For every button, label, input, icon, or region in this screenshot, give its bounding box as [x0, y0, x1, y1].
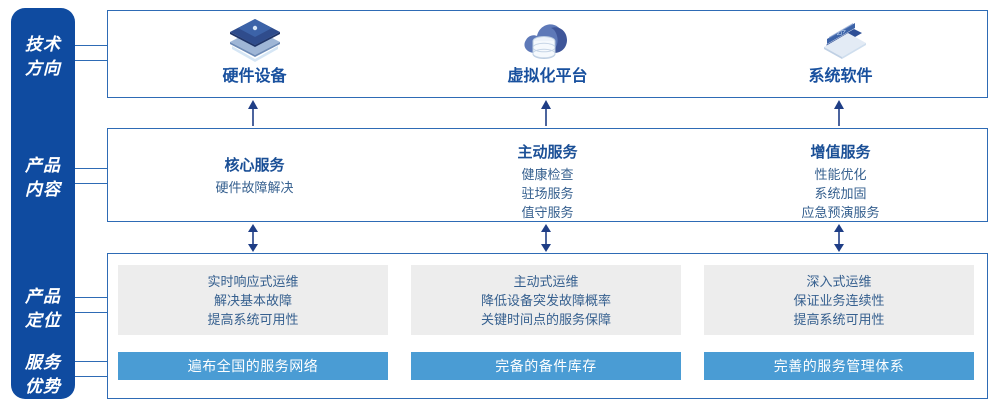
arrow-updown-value: [832, 224, 846, 257]
sidebar-item-label-line1: 服务: [25, 353, 61, 372]
sidebar-item-label-line1: 技术: [25, 35, 61, 54]
sidebar-item-product-content[interactable]: 产品 内容: [11, 154, 75, 202]
positioning-line: 深入式运维: [806, 273, 872, 289]
content-column-proactive-service[interactable]: 主动服务 健康检查 驻场服务 值守服务: [401, 129, 694, 223]
sidebar-item-label-line1: 产品: [25, 287, 61, 306]
arrow-up-virtualization: [539, 100, 553, 131]
advantage-bar-service-network[interactable]: 遍布全国的服务网络: [118, 352, 388, 380]
sidebar-item-label-line1: 产品: [25, 156, 61, 175]
content-item: 驻场服务: [521, 186, 574, 201]
tech-column-hardware[interactable]: 硬件设备: [108, 11, 401, 99]
sidebar-item-technical-direction[interactable]: 技术 方向: [11, 33, 75, 81]
tech-column-label: 虚拟化平台: [507, 68, 588, 85]
sidebar-item-label-line2: 优势: [25, 377, 61, 396]
connector-positioning-upper: [75, 297, 107, 298]
connector-technical-lower: [75, 60, 107, 61]
advantage-bar-label: 遍布全国的服务网络: [187, 358, 319, 374]
tech-column-label: 硬件设备: [222, 68, 287, 85]
technology-panel: 硬件设备 虚拟化平台: [107, 10, 988, 98]
content-column-title: 增值服务: [810, 144, 871, 161]
laptop-code-icon: </>: [694, 11, 987, 67]
content-column-value-added-service[interactable]: 增值服务 性能优化 系统加固 应急预演服务: [694, 129, 987, 223]
positioning-line: 提高系统可用性: [793, 311, 885, 327]
content-item: 系统加固: [814, 186, 867, 201]
advantage-bar-spare-parts[interactable]: 完备的备件库存: [411, 352, 681, 380]
tech-column-label: 系统软件: [808, 68, 873, 85]
sidebar-item-label-line2: 方向: [25, 59, 61, 78]
content-column-core-service[interactable]: 核心服务 硬件故障解决: [108, 129, 401, 223]
arrow-up-system: [832, 100, 846, 131]
product-content-panel: 核心服务 硬件故障解决 主动服务 健康检查 驻场服务 值守服务 增值服务 性能优…: [107, 128, 988, 222]
content-column-title: 主动服务: [517, 144, 578, 161]
positioning-line: 解决基本故障: [213, 292, 292, 308]
connector-technical-upper: [75, 45, 107, 46]
connector-advantage-upper: [75, 361, 107, 362]
svg-text:</>: </>: [835, 28, 847, 39]
connector-content-upper: [75, 168, 107, 169]
connector-content-lower: [75, 183, 107, 184]
tech-column-virtualization[interactable]: 虚拟化平台: [401, 11, 694, 99]
sidebar-item-label-line2: 内容: [25, 180, 61, 199]
arrow-updown-proactive: [539, 224, 553, 257]
advantage-bar-label: 完善的服务管理体系: [773, 358, 905, 374]
content-item: 性能优化: [814, 167, 867, 182]
arrow-up-hardware: [246, 100, 260, 131]
advantage-bar-label: 完备的备件库存: [495, 358, 597, 374]
connector-positioning-lower: [75, 312, 107, 313]
server-stack-icon: [108, 11, 401, 67]
content-item: 硬件故障解决: [215, 180, 294, 195]
tech-column-system-software[interactable]: </> 系统软件: [694, 11, 987, 99]
cloud-database-icon: [401, 11, 694, 67]
positioning-line: 关键时间点的服务保障: [480, 311, 611, 327]
content-item: 值守服务: [521, 205, 574, 220]
positioning-line: 主动式运维: [513, 273, 579, 289]
sidebar-item-product-positioning[interactable]: 产品 定位: [11, 285, 75, 333]
positioning-box-realtime[interactable]: 实时响应式运维 解决基本故障 提高系统可用性: [118, 265, 388, 335]
positioning-line: 保证业务连续性: [793, 292, 885, 308]
positioning-line: 提高系统可用性: [207, 311, 299, 327]
connector-advantage-lower: [75, 376, 107, 377]
sidebar-item-label-line2: 定位: [25, 311, 61, 330]
positioning-line: 降低设备突发故障概率: [480, 292, 611, 308]
advantage-bar-management-system[interactable]: 完善的服务管理体系: [704, 352, 974, 380]
content-column-title: 核心服务: [224, 157, 285, 174]
sidebar-item-service-advantage[interactable]: 服务 优势: [11, 351, 75, 399]
content-item: 健康检查: [521, 167, 574, 182]
content-item: 应急预演服务: [801, 205, 880, 220]
positioning-box-indepth[interactable]: 深入式运维 保证业务连续性 提高系统可用性: [704, 265, 974, 335]
positioning-box-proactive[interactable]: 主动式运维 降低设备突发故障概率 关键时间点的服务保障: [411, 265, 681, 335]
positioning-line: 实时响应式运维: [207, 273, 299, 289]
arrow-updown-core: [246, 224, 260, 257]
category-sidebar: 技术 方向 产品 内容 产品 定位 服务 优势: [11, 8, 75, 399]
